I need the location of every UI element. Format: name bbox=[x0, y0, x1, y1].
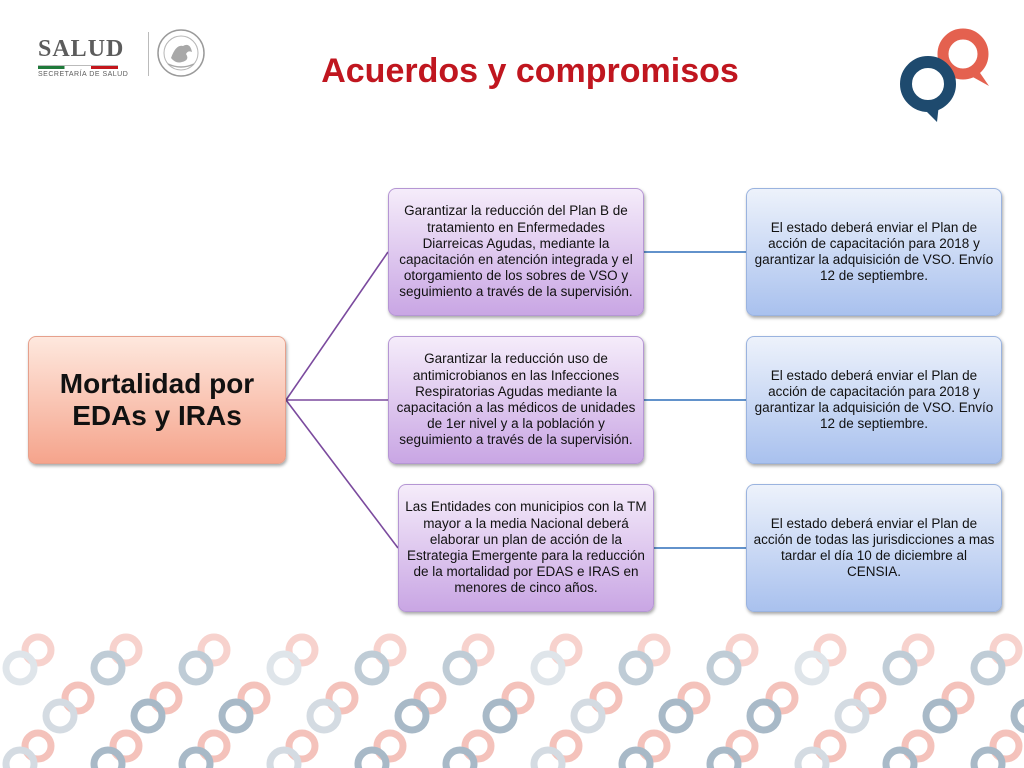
branch-node-1-text: Garantizar la reducción del Plan B de tr… bbox=[399, 203, 633, 300]
salud-logo-word: SALUD bbox=[38, 36, 125, 62]
footer-ring-icon bbox=[266, 633, 319, 686]
branch-node-1: Garantizar la reducción del Plan B de tr… bbox=[388, 188, 644, 316]
footer-ring-icon bbox=[618, 633, 671, 686]
footer-ring-icon bbox=[746, 681, 799, 734]
footer-ring-icon bbox=[834, 681, 887, 734]
footer-ring-icon bbox=[442, 729, 495, 768]
footer-ring-icon bbox=[794, 729, 847, 768]
logo-divider bbox=[148, 32, 149, 76]
slide-header: SALUD SECRETARÍA DE SALUD Acuerdos y com… bbox=[0, 0, 1024, 130]
branch-node-2-text: Garantizar la reducción uso de antimicro… bbox=[396, 351, 636, 448]
footer-ring-icon bbox=[530, 633, 583, 686]
footer-ring-icon bbox=[178, 729, 231, 768]
footer-ring-icon bbox=[218, 681, 271, 734]
footer-ring-icon bbox=[794, 633, 847, 686]
mexico-seal-icon bbox=[157, 29, 205, 77]
footer-ring-icon bbox=[178, 633, 231, 686]
page-title: Acuerdos y compromisos bbox=[321, 52, 739, 90]
footer-ring-icon bbox=[354, 729, 407, 768]
footer-ring-icon bbox=[266, 729, 319, 768]
footer-ring-icon bbox=[1010, 698, 1024, 734]
flag-stripe bbox=[38, 65, 118, 69]
branch-node-3-text: Las Entidades con municipios con la TM m… bbox=[405, 499, 647, 596]
footer-ring-icon bbox=[970, 633, 1023, 686]
result-node-3: El estado deberá enviar el Plan de acció… bbox=[746, 484, 1002, 612]
connector-root-branch-3 bbox=[285, 399, 399, 549]
speech-rings-logo-icon bbox=[900, 28, 989, 122]
footer-ring-icon bbox=[922, 681, 975, 734]
salud-logo: SALUD SECRETARÍA DE SALUD bbox=[38, 36, 128, 78]
footer-ring-icon bbox=[706, 729, 759, 768]
footer-ring-icon bbox=[706, 633, 759, 686]
footer-ring-icon bbox=[482, 681, 535, 734]
branch-node-3: Las Entidades con municipios con la TM m… bbox=[398, 484, 654, 612]
footer-ring-icon bbox=[618, 729, 671, 768]
footer-ring-icon bbox=[306, 681, 359, 734]
root-node: Mortalidad por EDAs y IRAs bbox=[28, 336, 286, 464]
footer-ring-icon bbox=[42, 681, 95, 734]
footer-ring-icon bbox=[90, 729, 143, 768]
footer-ring-icon bbox=[882, 729, 935, 768]
footer-ring-icon bbox=[354, 633, 407, 686]
result-node-2: El estado deberá enviar el Plan de acció… bbox=[746, 336, 1002, 464]
result-node-1: El estado deberá enviar el Plan de acció… bbox=[746, 188, 1002, 316]
root-node-label: Mortalidad por EDAs y IRAs bbox=[59, 367, 255, 431]
footer-ring-icon bbox=[570, 681, 623, 734]
footer-ring-icon bbox=[2, 729, 55, 768]
salud-logo-subtitle: SECRETARÍA DE SALUD bbox=[38, 71, 129, 78]
branch-node-2: Garantizar la reducción uso de antimicro… bbox=[388, 336, 644, 464]
result-node-2-text: El estado deberá enviar el Plan de acció… bbox=[754, 367, 994, 432]
footer-ring-icon bbox=[530, 729, 583, 768]
decorative-footer-pattern bbox=[2, 633, 1024, 768]
footer-ring-icon bbox=[2, 633, 55, 686]
footer-ring-icon bbox=[970, 729, 1023, 768]
result-node-3-text: El estado deberá enviar el Plan de acció… bbox=[753, 515, 995, 580]
result-node-1-text: El estado deberá enviar el Plan de acció… bbox=[754, 219, 994, 284]
connector-root-branch-1 bbox=[285, 251, 389, 401]
footer-ring-icon bbox=[90, 633, 143, 686]
footer-ring-icon bbox=[442, 633, 495, 686]
footer-ring-icon bbox=[394, 681, 447, 734]
footer-ring-icon bbox=[658, 681, 711, 734]
footer-ring-icon bbox=[882, 633, 935, 686]
footer-ring-icon bbox=[130, 681, 183, 734]
